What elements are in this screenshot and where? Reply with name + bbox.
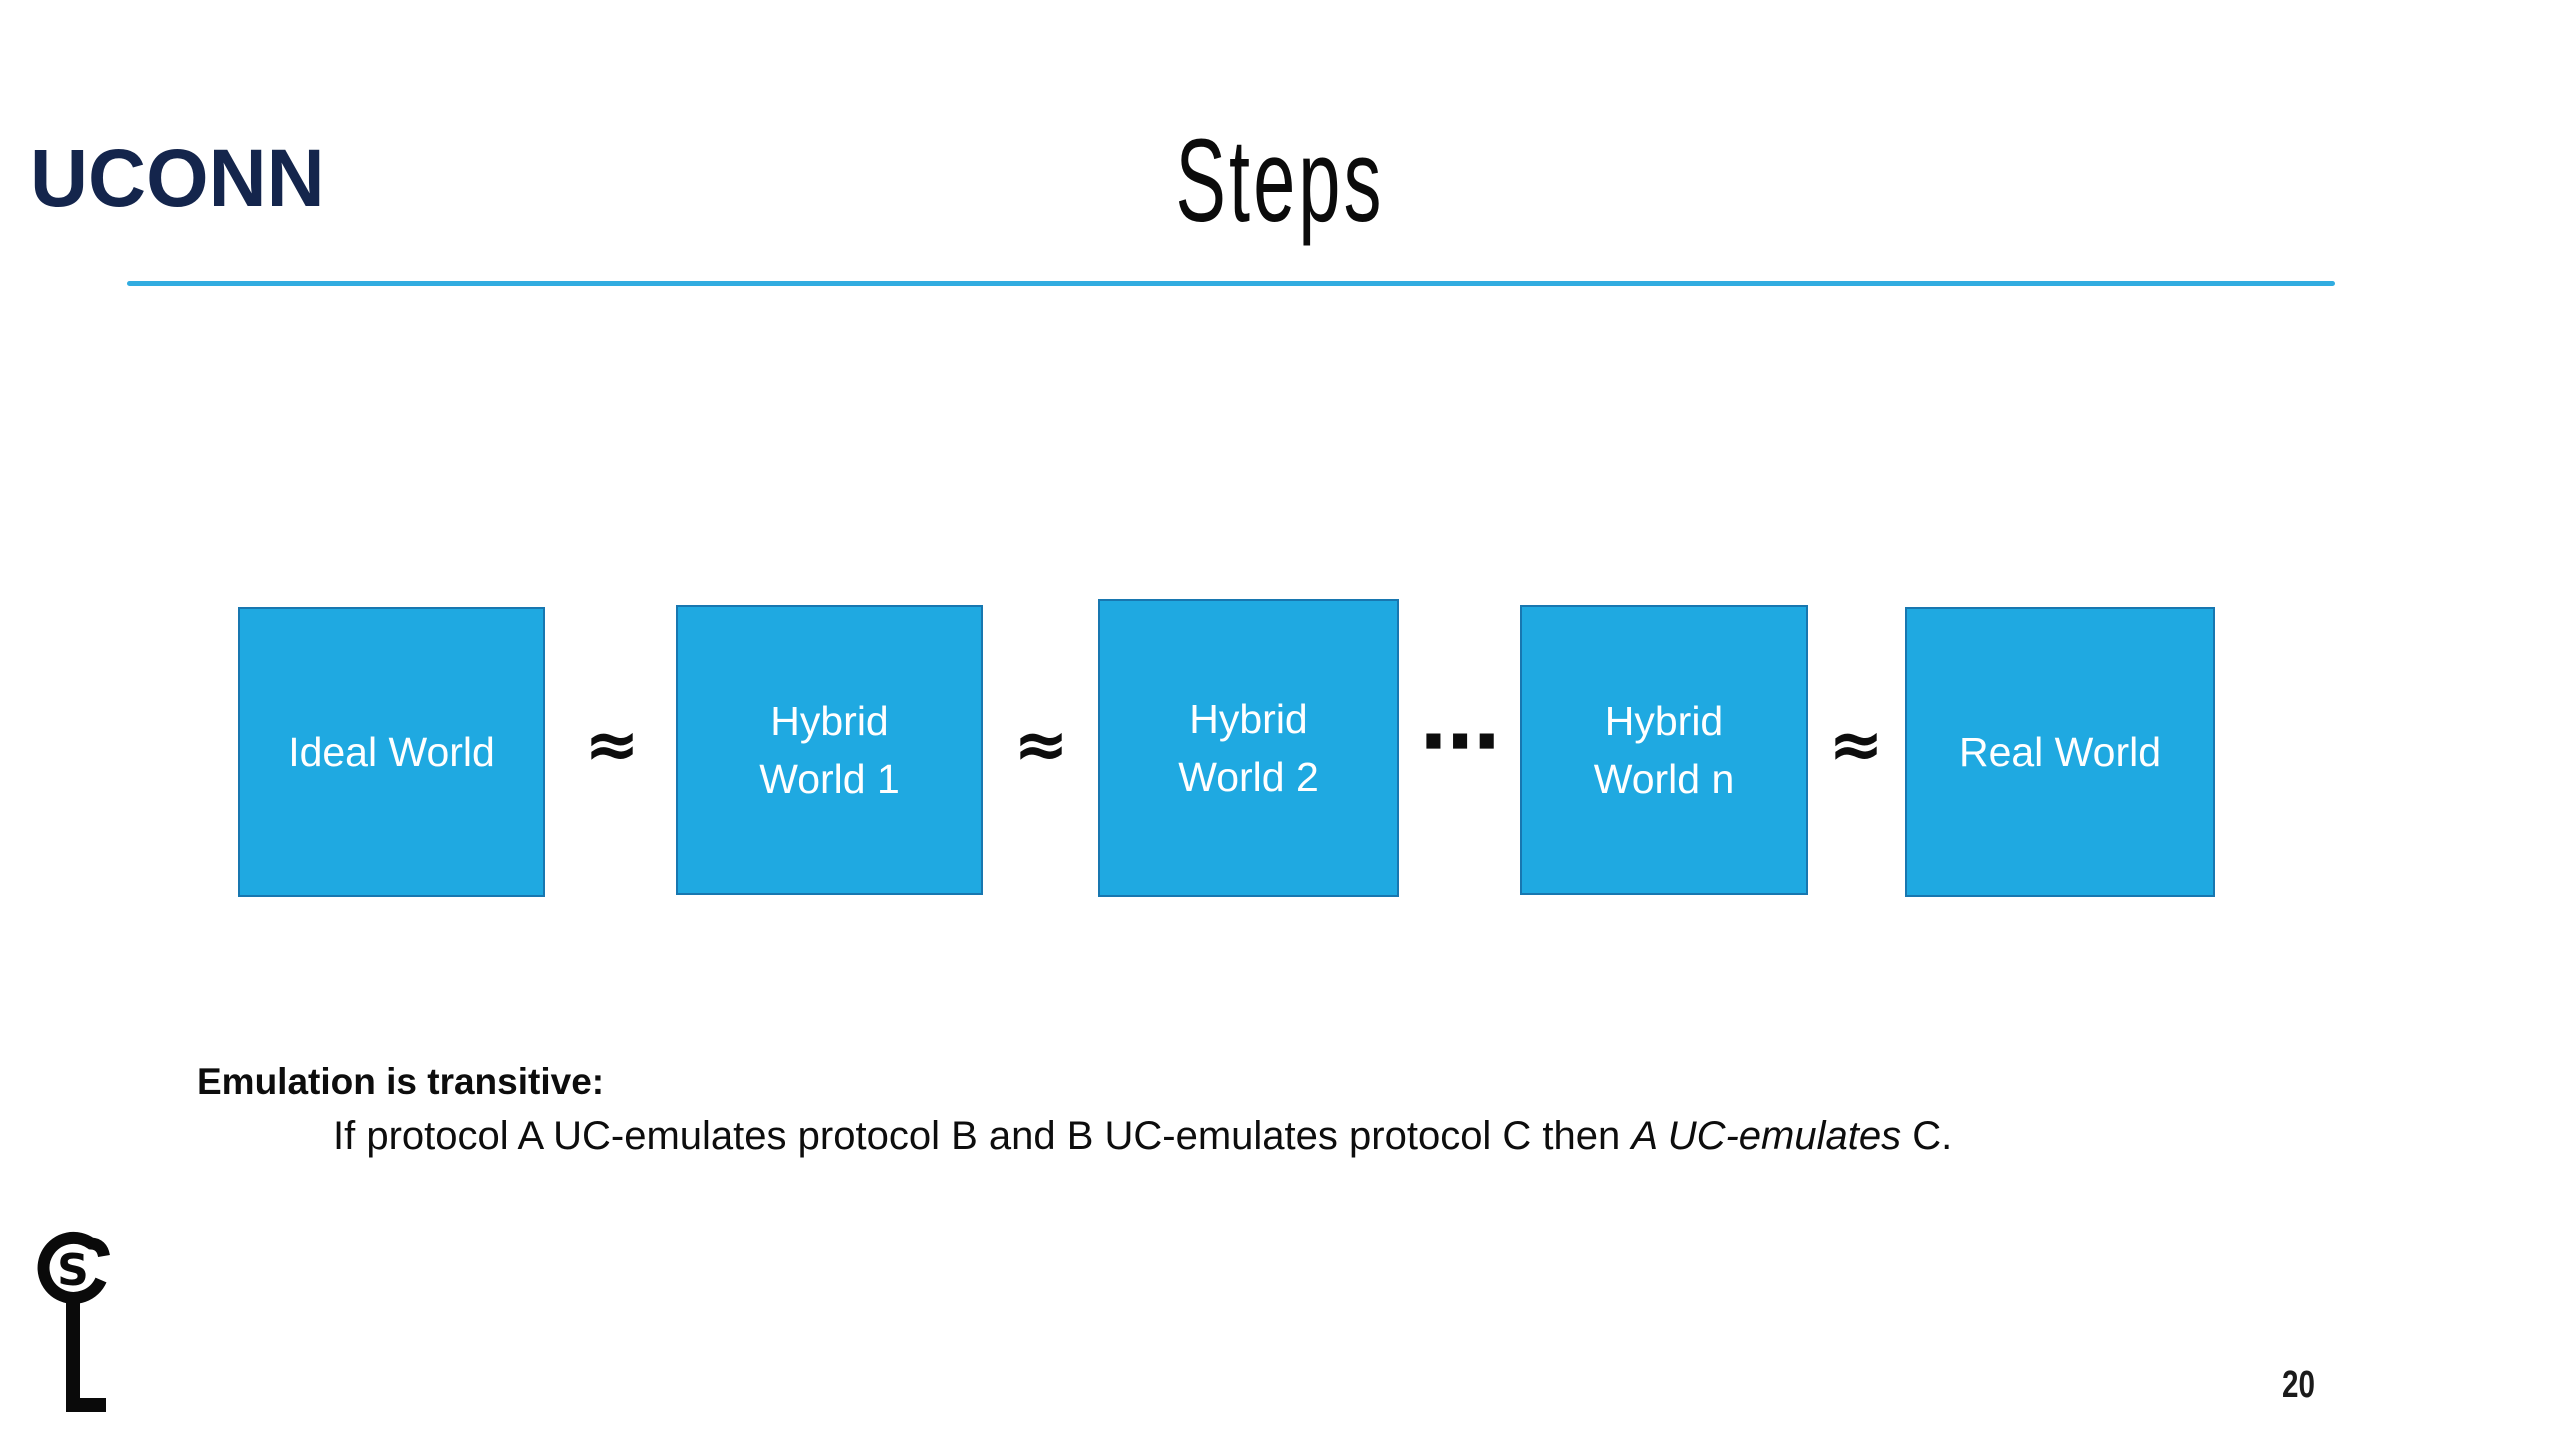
box-hybrid-world-n: Hybrid World n xyxy=(1520,605,1808,895)
uconn-wordmark-logo: UCONN xyxy=(30,133,325,224)
box-label: Hybrid World 2 xyxy=(1178,695,1319,800)
box-label: Ideal World xyxy=(288,728,495,775)
key-logo-letter: S xyxy=(57,1245,89,1296)
note-heading: Emulation is transitive: xyxy=(197,1061,605,1102)
approx-equal-symbol: ≈ xyxy=(584,706,640,783)
box-label: Real World xyxy=(1958,728,2162,775)
box-hybrid-world-1: Hybrid World 1 xyxy=(676,605,983,895)
ellipsis-symbol: ⋯ xyxy=(1420,695,1500,788)
approx-equal-symbol: ≈ xyxy=(1828,706,1884,783)
box-label: Hybrid World n xyxy=(1593,697,1735,802)
box-hybrid-world-2: Hybrid World 2 xyxy=(1098,599,1399,897)
note-body: If protocol A UC-emulates protocol B and… xyxy=(333,1112,1952,1160)
page-number: 20 xyxy=(2282,1364,2315,1406)
title-divider-line xyxy=(127,281,2335,286)
approx-equal-symbol: ≈ xyxy=(1013,706,1069,783)
box-ideal-world: Ideal World xyxy=(238,607,545,897)
note-body-prefix: If protocol A UC-emulates protocol B and… xyxy=(333,1114,1632,1158)
slide-title: Steps xyxy=(1175,115,1385,247)
note-body-suffix: C. xyxy=(1901,1114,1953,1158)
note-body-italic: A UC-emulates xyxy=(1631,1114,1902,1158)
box-label: Hybrid World 1 xyxy=(759,697,900,802)
csl-key-logo-icon: S xyxy=(37,1231,110,1412)
box-real-world: Real World xyxy=(1905,607,2215,897)
